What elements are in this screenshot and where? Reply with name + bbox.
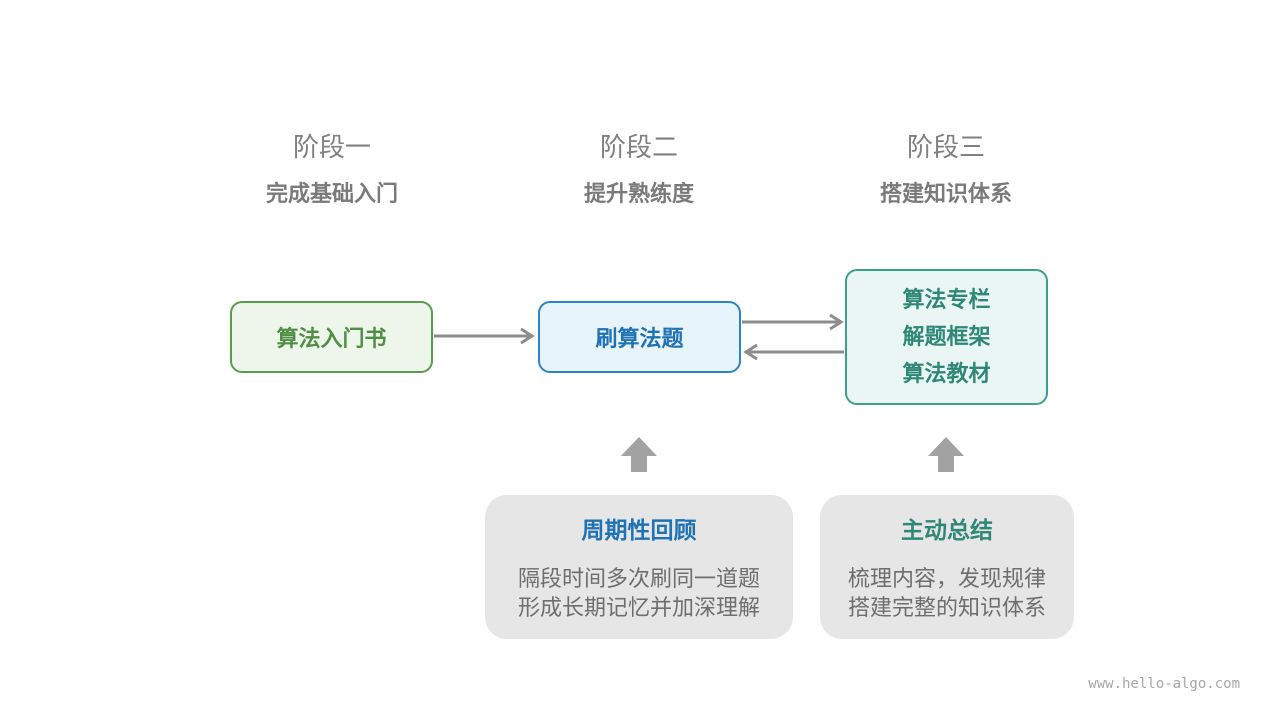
up-arrow-summary-icon <box>928 437 964 472</box>
card-active-summary-title: 主动总结 <box>901 518 993 544</box>
card-active-summary-line-1: 梳理内容，发现规律 <box>847 567 1046 592</box>
stage-1-title: 阶段一 <box>292 133 371 163</box>
arrow-stage3-to-stage2 <box>743 343 844 361</box>
stage-3-subtitle: 搭建知识体系 <box>879 182 1012 207</box>
card-active-summary-text: 梳理内容，发现规律 搭建完整的知识体系 <box>820 565 1074 623</box>
stage-2-title: 阶段二 <box>599 133 678 163</box>
box-knowledge-line-3: 算法教材 <box>902 361 991 387</box>
box-practice: 刷算法题 <box>538 301 741 373</box>
box-intro-book: 算法入门书 <box>230 301 433 373</box>
card-periodic-review: 周期性回顾 隔段时间多次刷同一道题 形成长期记忆并加深理解 <box>485 495 793 639</box>
card-active-summary: 主动总结 梳理内容，发现规律 搭建完整的知识体系 <box>820 495 1074 639</box>
watermark: www.hello-algo.com <box>1088 676 1240 692</box>
up-arrow-review-icon <box>621 437 657 472</box>
stage-3-title: 阶段三 <box>906 133 985 163</box>
arrow-stage2-to-stage3 <box>742 313 844 331</box>
card-periodic-review-title: 周期性回顾 <box>581 518 697 544</box>
card-periodic-review-line-2: 形成长期记忆并加深理解 <box>517 596 760 621</box>
card-active-summary-line-2: 搭建完整的知识体系 <box>847 596 1046 621</box>
card-periodic-review-line-1: 隔段时间多次刷同一道题 <box>517 567 760 592</box>
box-knowledge-line-2: 解题框架 <box>902 324 991 350</box>
card-periodic-review-text: 隔段时间多次刷同一道题 形成长期记忆并加深理解 <box>485 565 793 623</box>
arrow-stage1-to-stage2 <box>434 327 535 345</box>
box-intro-book-label: 算法入门书 <box>276 327 387 352</box>
box-knowledge-line-1: 算法专栏 <box>902 287 991 313</box>
stage-2-subtitle: 提升熟练度 <box>583 182 694 207</box>
stage-1-subtitle: 完成基础入门 <box>265 182 398 207</box>
box-knowledge: 算法专栏 解题框架 算法教材 <box>845 269 1048 405</box>
box-practice-label: 刷算法题 <box>595 327 684 352</box>
